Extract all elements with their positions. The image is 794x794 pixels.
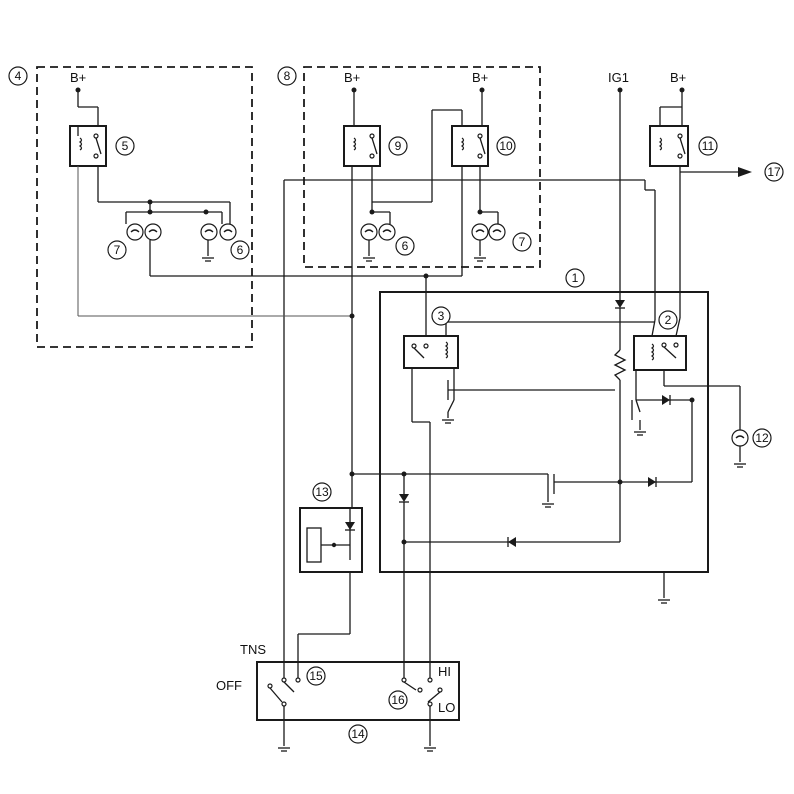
svg-text:3: 3 [438,309,445,323]
svg-text:4: 4 [15,69,22,83]
svg-text:7: 7 [114,243,121,257]
callout-16: 16 [388,690,408,710]
b-plus-label-3: B+ [472,70,488,85]
module-diode-icon [345,522,355,530]
svg-text:7: 7 [519,235,526,249]
callout-13: 13 [312,482,332,502]
relay-11 [649,87,689,167]
svg-text:2: 2 [665,313,672,327]
relay-3 [403,335,459,369]
switch-lever-16 [427,691,441,703]
svg-text:9: 9 [395,139,402,153]
svg-text:12: 12 [755,431,769,445]
svg-text:16: 16 [391,693,405,707]
lo-label: LO [438,700,455,715]
control-unit-box [379,291,709,573]
lamp-6-box8 [360,223,396,241]
callout-17: 17 [764,162,784,182]
callout-8: 8 [277,66,297,86]
module-box [299,507,363,573]
svg-text:11: 11 [702,139,715,153]
svg-text:15: 15 [309,669,323,683]
callout-15: 15 [306,666,326,686]
callout-12: 12 [752,428,772,448]
callout-5: 5 [115,136,135,156]
callout-3: 3 [431,306,451,326]
output-arrow-icon [738,167,752,177]
callout-11: 11 [698,136,718,156]
callout-7-left: 7 [107,240,127,260]
group-box-8 [303,66,541,268]
ig1-diode-icon [615,300,625,308]
switch-box [256,661,460,721]
svg-text:6: 6 [237,243,244,257]
lamp-7-box8 [471,223,506,241]
relay-10 [451,87,489,167]
svg-text:17: 17 [767,165,781,179]
relay-2 [633,335,687,371]
off-label: OFF [216,678,242,693]
ig1-label: IG1 [608,70,629,85]
callout-7-box8: 7 [512,232,532,252]
b-plus-label-1: B+ [70,70,86,85]
relay-9 [343,87,381,167]
tns-label: TNS [240,642,266,657]
hi-label: HI [438,664,451,679]
svg-text:14: 14 [351,727,365,741]
svg-text:10: 10 [499,139,513,153]
svg-text:13: 13 [315,485,329,499]
callout-6-left: 6 [230,240,250,260]
callout-1: 1 [565,268,585,288]
svg-text:6: 6 [402,239,409,253]
relay-5 [69,87,107,167]
lamp-12 [731,429,749,447]
callout-2: 2 [658,310,678,330]
module-element [306,527,322,563]
b-plus-label-2: B+ [344,70,360,85]
callout-4: 4 [8,66,28,86]
callout-10: 10 [496,136,516,156]
callout-9: 9 [388,136,408,156]
switch-lever-15 [269,687,283,703]
svg-text:1: 1 [572,271,579,285]
group-box-4 [36,66,253,348]
callout-6-box8: 6 [395,236,415,256]
b-plus-label-4: B+ [670,70,686,85]
lamp-7-left [126,223,162,241]
svg-text:5: 5 [122,139,129,153]
callout-14: 14 [348,724,368,744]
lamp-6-left [200,223,237,241]
svg-text:8: 8 [284,69,291,83]
